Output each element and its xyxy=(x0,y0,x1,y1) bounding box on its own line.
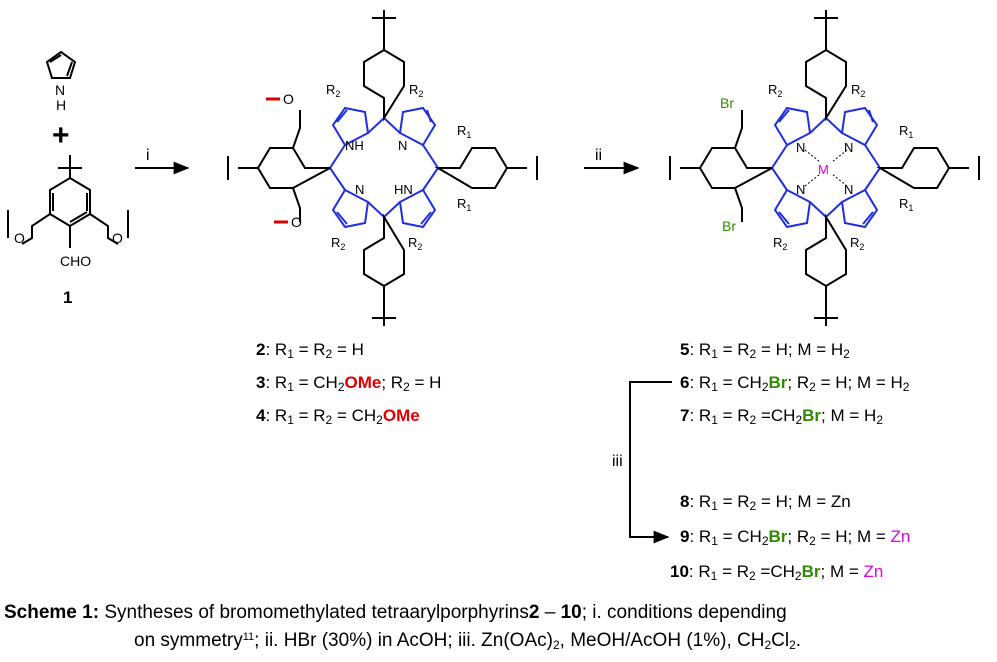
compound-6-entry: 6: R1 = CH2Br; R2 = H; M = H2 xyxy=(680,373,910,394)
caption-label: Scheme 1: xyxy=(4,602,100,623)
r2-label-bottom-right-right: R2 xyxy=(850,235,864,252)
r2-label-top-right-right: R2 xyxy=(851,82,865,99)
aldehyde-structure xyxy=(7,155,129,248)
compound-3-entry: 3: R1 = CH2OMe; R2 = H xyxy=(256,373,442,394)
compound-7-entry: 7: R1 = R2 =CH2Br; M = H2 xyxy=(680,406,883,427)
aldehyde-o-left: O xyxy=(14,230,25,246)
n-label-r1: N xyxy=(796,140,805,155)
aldehyde-o-right: O xyxy=(112,230,123,246)
reagent-ii-label: ii xyxy=(595,147,602,164)
pyrrole-structure xyxy=(45,50,77,79)
o-label-top-left: O xyxy=(283,91,294,107)
r2-label-top-right: R2 xyxy=(409,82,423,99)
compound-10-entry: 10: R1 = R2 =CH2Br; M = Zn xyxy=(670,562,884,583)
arrow-step-iii xyxy=(629,381,672,544)
r2-label-top-left: R2 xyxy=(326,82,340,99)
r2-label-top-left-right: R2 xyxy=(768,82,782,99)
metal-coordination-bonds xyxy=(804,149,848,187)
n-label-bottom: N xyxy=(355,182,364,197)
scheme-caption-line1: Scheme 1: Syntheses of bromomethylated t… xyxy=(4,602,787,623)
r2-label-bottom-left-right: R2 xyxy=(773,235,787,252)
porphyrin-core-left xyxy=(328,106,440,229)
nh-label-top: NH xyxy=(345,138,364,153)
compound-2-entry: 2: R1 = R2 = H xyxy=(256,340,364,361)
aryl-groups-left xyxy=(227,10,538,326)
br-label-bottom: Br xyxy=(722,218,736,234)
r1-label-right-bottom-right: R1 xyxy=(899,196,913,213)
r1-label-right-bottom: R1 xyxy=(457,196,471,213)
reagent-iii-label: iii xyxy=(612,453,623,470)
metal-label: M xyxy=(818,162,829,177)
o-label-bottom-left: O xyxy=(291,214,302,230)
compound-8-entry: 8: R1 = R2 = H; M = Zn xyxy=(680,492,851,513)
n-label-top: N xyxy=(398,138,407,153)
plus-sign: + xyxy=(52,119,70,152)
r1-label-right-top-right: R1 xyxy=(899,123,913,140)
aryl-groups-right xyxy=(669,10,980,326)
n-label-r4: N xyxy=(844,182,853,197)
pyrrole-h-label: H xyxy=(56,97,66,113)
compound-4-entry: 4: R1 = R2 = CH2OMe xyxy=(256,406,420,427)
r2-label-bottom-left: R2 xyxy=(331,235,345,252)
pyrrole-nh-label: N xyxy=(55,82,65,98)
compound-5-entry: 5: R1 = R2 = H; M = H2 xyxy=(680,340,850,361)
r1-label-right-top: R1 xyxy=(457,123,471,140)
r2-label-bottom-right: R2 xyxy=(408,235,422,252)
compound-9-entry: 9: R1 = CH2Br; R2 = H; M = Zn xyxy=(680,527,911,548)
n-label-r3: N xyxy=(796,182,805,197)
hn-label-bottom: HN xyxy=(394,182,413,197)
scheme-caption-line2: on symmetry11; ii. HBr (30%) in AcOH; ii… xyxy=(134,630,802,652)
n-label-r2: N xyxy=(844,140,853,155)
br-label-top: Br xyxy=(720,95,734,111)
compound-1-label: 1 xyxy=(63,288,72,307)
reagent-i-label: i xyxy=(146,147,150,164)
aldehyde-cho-label: CHO xyxy=(60,253,91,269)
